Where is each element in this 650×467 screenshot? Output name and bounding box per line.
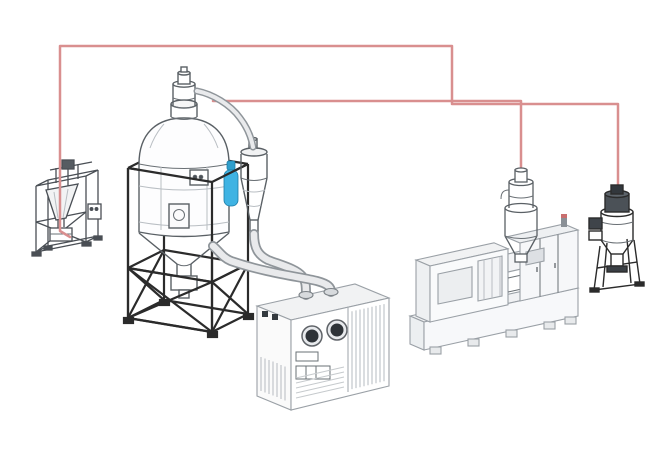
receiver-inlet-cap: [610, 184, 624, 195]
dehumidifying-dryer: [255, 283, 391, 411]
pipe-run-station-to-receiver: [58, 44, 620, 239]
cyclone-separator: [240, 136, 268, 236]
dryer-left-face: [256, 305, 292, 411]
level-indicator: [223, 169, 239, 207]
dryer-hose-ports: [298, 287, 339, 300]
dry-air-hoses: [193, 87, 336, 300]
injection-molding-machine: [408, 214, 580, 355]
guard-panel-right: [477, 255, 503, 302]
dryer-switch-left: [262, 311, 268, 317]
vacuum-receiver: [588, 184, 645, 293]
control-cabinet: [519, 229, 579, 302]
vacuum-piping: [58, 44, 620, 239]
pipe-run-hopper-to-machine: [211, 99, 523, 172]
machine-loader: [500, 167, 534, 208]
beacon-lamp: [561, 214, 567, 218]
guard-window: [437, 266, 473, 305]
receiver-valve-block: [588, 217, 603, 230]
hopper-access-door: [168, 203, 190, 229]
dryer-switch-right: [272, 314, 278, 320]
hoist-trolley: [61, 159, 75, 170]
dryer-panel-small: [295, 351, 319, 362]
machine-hopper: [500, 167, 538, 263]
level-indicator-cap: [226, 160, 236, 171]
station-control-box: [87, 203, 102, 220]
bulk-bag-unloader: [31, 159, 103, 257]
hopper-loader: [172, 66, 196, 109]
